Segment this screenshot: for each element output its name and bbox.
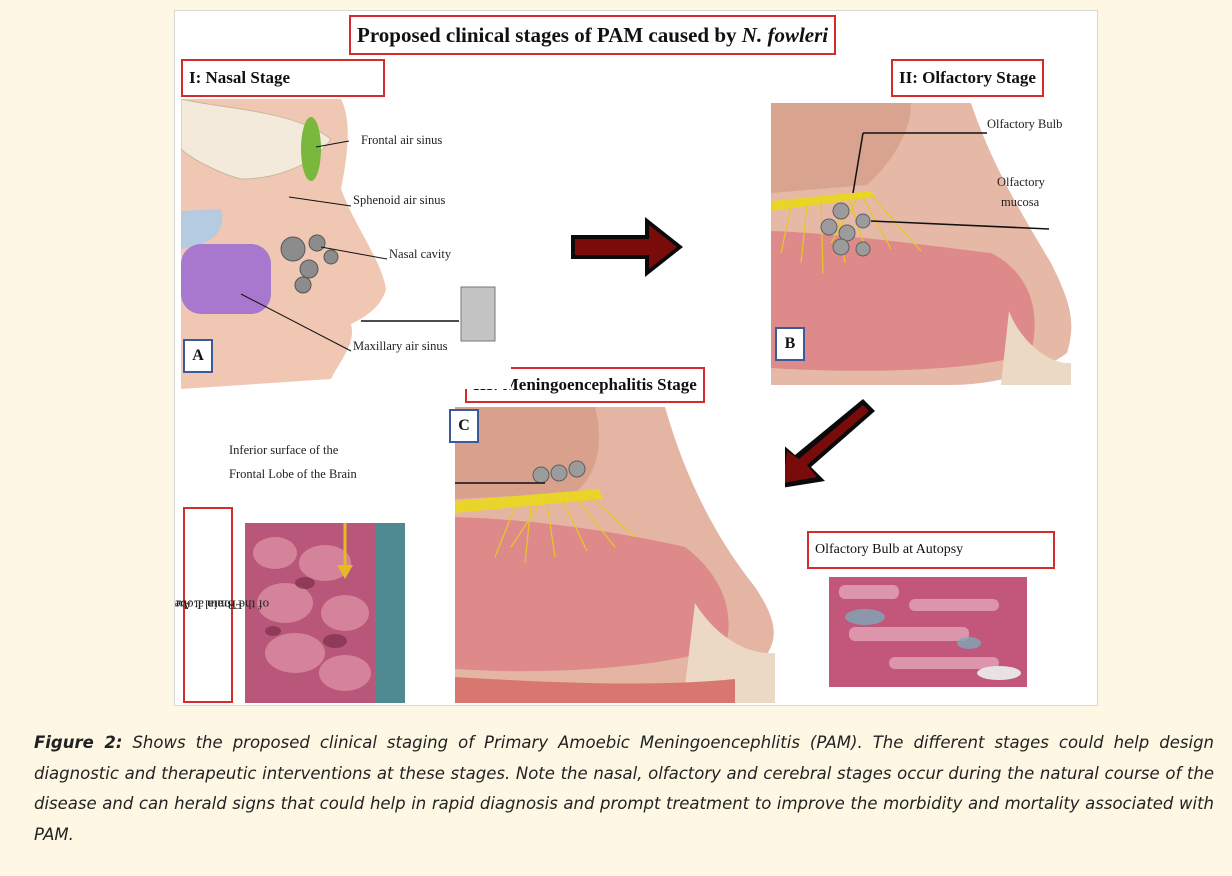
olfactory-bulb-autopsy-photo <box>829 577 1027 687</box>
panel-c-letter: C <box>449 409 479 443</box>
meningoencephalitis-illustration <box>455 407 785 703</box>
olfactory-bulb-autopsy-label: Olfactory Bulb at Autopsy <box>807 531 1055 569</box>
label-inferior-surface-2: Frontal Lobe of the Brain <box>229 467 357 481</box>
stage-3-label: III: Meningoencephalitis Stage <box>465 367 705 403</box>
stage-1-label: I: Nasal Stage <box>181 59 385 97</box>
figure-caption: Figure 2: Shows the proposed clinical st… <box>34 728 1214 850</box>
caption-label: Figure 2: <box>34 733 123 752</box>
figure-title-italic: N. fowleri <box>741 22 829 47</box>
label-frontal-sinus: Frontal air sinus <box>361 133 443 147</box>
label-nasal-cavity: Nasal cavity <box>389 247 452 261</box>
label-maxillary-sinus: Maxillary air sinus <box>353 339 448 353</box>
label-olfactory-mucosa-2: mucosa <box>1001 195 1040 209</box>
right-arrow-icon <box>571 217 683 277</box>
panel-b-letter: B <box>775 327 805 361</box>
figure-title: Proposed clinical stages of PAM caused b… <box>349 15 837 55</box>
stage-2-label: II: Olfactory Stage <box>891 59 1044 97</box>
figure-panel: Proposed clinical stages of PAM caused b… <box>174 10 1098 706</box>
nasal-stage-illustration <box>181 99 511 389</box>
panel-a-letter: A <box>183 339 213 373</box>
label-olfactory-mucosa-1: Olfactory <box>997 175 1045 189</box>
down-left-arrow-icon <box>775 399 875 489</box>
figure-title-text: Proposed clinical stages of PAM caused b… <box>357 22 737 47</box>
frontal-lobe-autopsy-photo <box>245 523 405 703</box>
label-sphenoid-sinus: Sphenoid air sinus <box>353 193 446 207</box>
label-olfactory-bulb: Olfactory Bulb <box>987 117 1063 131</box>
frontal-lobe-autopsy-line-2: of the Brain at Autopsy <box>175 597 269 613</box>
olfactory-stage-illustration <box>771 103 1087 385</box>
caption-text: Shows the proposed clinical staging of P… <box>34 733 1214 844</box>
label-inferior-surface-1: Inferior surface of the <box>229 443 339 457</box>
